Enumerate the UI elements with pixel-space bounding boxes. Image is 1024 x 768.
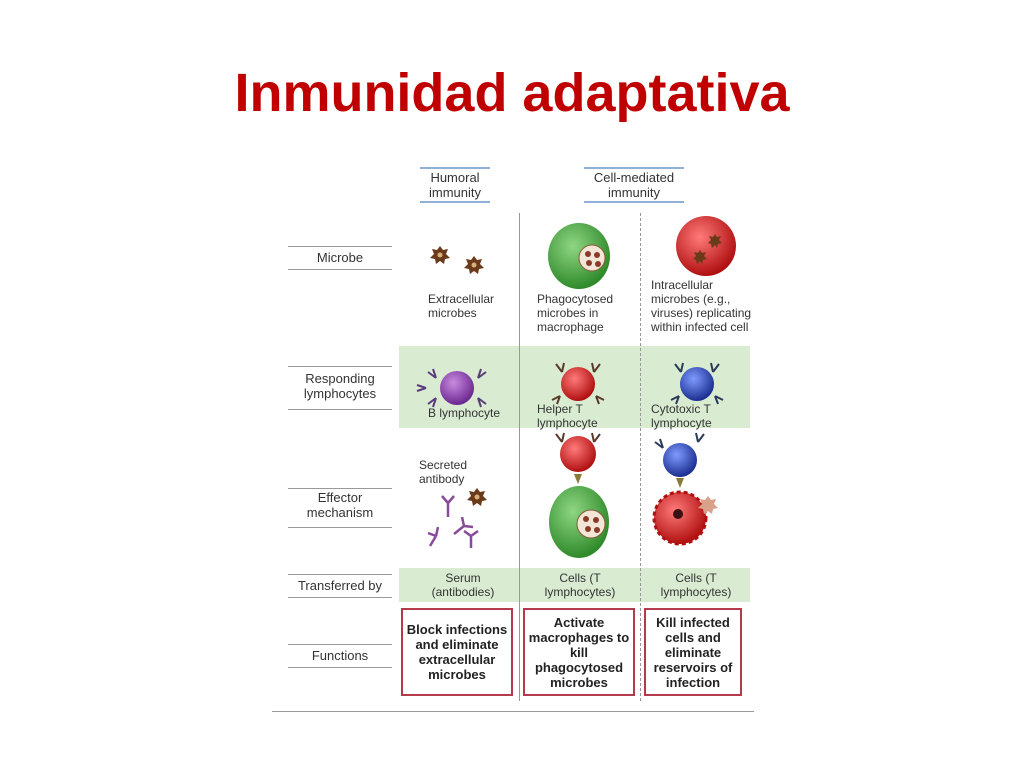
activated-macrophage-icon bbox=[549, 432, 609, 558]
transferred-col2: Cells (T lymphocytes) bbox=[544, 571, 616, 599]
caption-extracellular-microbes: Extracellular microbes bbox=[428, 292, 495, 320]
column-header-humoral: Humoral immunity bbox=[420, 167, 490, 203]
killed-infected-cell-icon bbox=[652, 432, 718, 546]
caption-cytotoxic-t-lymphocyte: Cytotoxic T lymphocyte bbox=[651, 402, 712, 430]
b-lymphocyte-icon bbox=[416, 368, 487, 408]
diagram-illustrations bbox=[416, 216, 736, 558]
function-humoral-text: Block infections and eliminate extracell… bbox=[406, 622, 508, 682]
function-helper: Activate macrophages to kill phagocytose… bbox=[523, 608, 635, 696]
infected-cell-icon bbox=[676, 216, 736, 276]
column-divider-dashed bbox=[640, 213, 641, 701]
function-helper-text: Activate macrophages to kill phagocytose… bbox=[528, 614, 630, 690]
transferred-label-bracket bbox=[288, 574, 392, 598]
macrophage-icon bbox=[548, 223, 610, 289]
responding-label-bracket bbox=[288, 366, 392, 410]
helper-t-lymphocyte-icon bbox=[551, 362, 605, 405]
row-label-transferred: Transferred by bbox=[297, 578, 383, 593]
column-divider-solid bbox=[519, 213, 520, 701]
secreted-antibody-icon bbox=[427, 488, 487, 548]
effector-label-bracket bbox=[288, 488, 392, 528]
function-cytotoxic: Kill infected cells and eliminate reserv… bbox=[644, 608, 742, 696]
row-label-microbe: Microbe bbox=[316, 250, 364, 265]
transferred-col3: Cells (T lymphocytes) bbox=[660, 571, 732, 599]
slide-title: Inmunidad adaptativa bbox=[234, 63, 790, 123]
function-cytotoxic-text: Kill infected cells and eliminate reserv… bbox=[653, 614, 733, 690]
row-label-responding: Responding lymphocytes bbox=[303, 371, 377, 401]
caption-secreted-antibody: Secreted antibody bbox=[419, 458, 468, 486]
caption-intracellular-microbes: Intracellular microbes (e.g., viruses) r… bbox=[651, 278, 752, 334]
transferred-col1: Serum (antibodies) bbox=[431, 571, 495, 599]
cytotoxic-t-lymphocyte-icon bbox=[670, 362, 724, 405]
transferred-band bbox=[399, 568, 750, 602]
caption-helper-t-lymphocyte: Helper T lymphocyte bbox=[537, 402, 598, 430]
row-label-effector: Effector mechanism bbox=[306, 490, 374, 520]
row-label-functions: Functions bbox=[311, 648, 369, 663]
caption-b-lymphocyte: B lymphocyte bbox=[428, 406, 501, 420]
extracellular-microbe-icon bbox=[430, 246, 484, 274]
caption-phagocytosed-microbes: Phagocytosed microbes in macrophage bbox=[537, 292, 614, 334]
bottom-rule bbox=[272, 711, 754, 712]
column-header-cell-mediated: Cell-mediated immunity bbox=[584, 167, 684, 203]
functions-label-bracket bbox=[288, 644, 392, 668]
microbe-label-bracket bbox=[288, 246, 392, 270]
function-humoral: Block infections and eliminate extracell… bbox=[401, 608, 513, 696]
immunity-diagram: Humoral immunity Cell-mediated immunity … bbox=[268, 158, 758, 718]
